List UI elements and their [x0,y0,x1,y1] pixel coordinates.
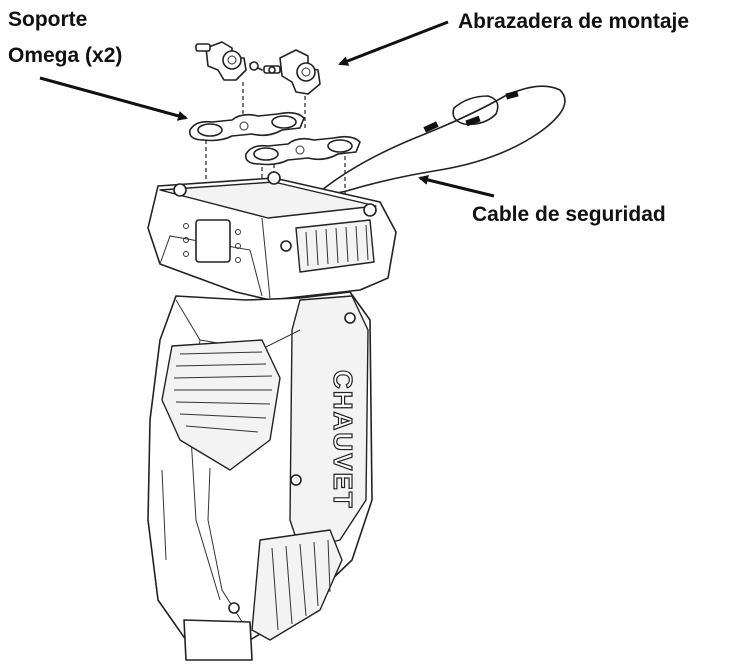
brand-mark: CHAUVET [328,370,358,510]
safety-cable-arrow [418,175,495,198]
head-heatsink [161,339,281,471]
omega-bracket-label-line2: Omega (x2) [8,44,123,67]
omega-bracket-arrow [39,76,188,121]
display-screen [195,219,231,263]
mounting-clamp-right [263,49,321,95]
yoke-arm-right [289,295,369,551]
mounting-clamp-left [195,41,263,81]
omega-bracket-lower [244,135,361,166]
omega-bracket-label-line1: Soporte [8,8,88,31]
safety-cable [321,85,566,194]
fixture-base [147,171,397,301]
base-fins [251,529,343,641]
omega-bracket-upper [188,111,305,142]
mounting-clamp-arrow [338,20,449,66]
mounting-clamp-label: Abrazadera de montaje [458,10,690,33]
vent-grille [295,219,375,273]
safety-cable-label: Cable de seguridad [472,203,666,226]
lens-housing [183,619,253,661]
fixture-yoke-and-head [147,291,373,661]
